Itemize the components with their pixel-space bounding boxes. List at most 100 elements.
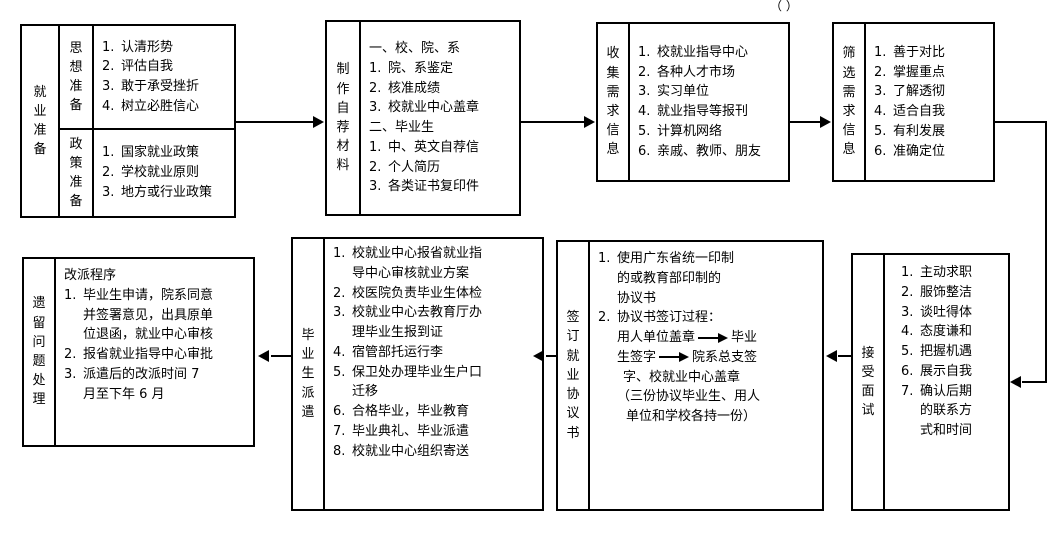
list-item: 2.核准成绩: [369, 79, 515, 99]
list-item: 3. 了解透彻: [874, 82, 989, 102]
list-text: 地方或行业政策: [121, 184, 213, 200]
list-number: 8.: [333, 443, 346, 459]
list-item: 4.态度谦和: [901, 322, 1004, 342]
list-text: 把握机遇: [920, 344, 973, 359]
list-text: 各种人才市场: [657, 64, 736, 80]
list-number: 4.: [333, 344, 346, 360]
list-item: 5. 计算机网络: [638, 122, 784, 142]
list-number: 4.: [874, 104, 887, 119]
list-text: 掌握重点: [893, 64, 946, 80]
list-item: 8. 校就业中心组织寄送: [333, 442, 538, 462]
list-text: 了解透彻: [893, 84, 946, 100]
list-text: 合格毕业，毕业教育: [352, 404, 470, 419]
box-graduate-dispatch[interactable]: 毕 业 生 派 遣 1.校就业中心报省就业指 导中心审核就业方案 2.校医院负责…: [291, 237, 544, 511]
list-item: 5.有利发展: [874, 122, 989, 142]
list-number: 1.: [64, 287, 77, 303]
list-text: 校就业中心组织寄送: [352, 443, 470, 459]
list-item: 6.合格毕业，毕业教育: [333, 402, 538, 422]
list-number: 1.: [369, 60, 382, 76]
list-text: 主动求职: [920, 265, 973, 280]
connector-dispatch-to-remaining: [271, 355, 291, 357]
list-text: 单位和学校各持一份）: [626, 409, 757, 424]
list-item: 1.善于对比: [874, 43, 989, 63]
list-text: 二、毕业生: [369, 120, 435, 135]
list-number: 5.: [333, 364, 346, 380]
box-prepare-self-recommendation[interactable]: 制 作 自 荐 材 料 一、校、院、系 1.院、系鉴定 2.核准成绩 3.校就业…: [325, 20, 521, 216]
connector-filter-to-interview-top: [995, 121, 1047, 123]
list-item: 1.校就业中心报省就业指: [333, 244, 538, 264]
connector-interview-to-agreement: [838, 355, 851, 357]
list-text: 校就业中心去教育厅办: [352, 305, 483, 321]
box-label-remaining-issues: 遗 留 问 题 处 理: [24, 259, 56, 445]
box-accept-interview[interactable]: 接 受 面 试 1.主动求职 2.服饰整洁 3.谈吐得体 4.态度谦和 5.把握…: [851, 253, 1010, 511]
list-number: 5.: [874, 123, 887, 139]
list-text: 一、校、院、系: [369, 41, 461, 56]
box-collect-demand-info[interactable]: 收 集 需 求 信 息 1.校就业指导中心 2.各种人才市场 3.实习单位 4.…: [596, 22, 790, 182]
list-text: 协议书: [617, 290, 657, 306]
section-label-ideological-preparation: 思 想 准 备: [60, 26, 94, 128]
connector-filter-to-interview-right: [1045, 121, 1047, 382]
box-label-collect-demand-info: 收 集 需 求 信 息: [598, 24, 630, 180]
list-number: 7.: [333, 423, 346, 439]
list-text: 亲戚、教师、朋友: [657, 143, 762, 159]
box-label-graduate-dispatch: 毕 业 生 派 遣: [293, 239, 325, 509]
arrow-right-icon: [820, 116, 831, 128]
list-text: 认清形势: [121, 39, 174, 55]
list-number: 2.: [102, 59, 115, 75]
list-item: 2.个人简历: [369, 158, 515, 178]
list-text: 位退函，就业中心审核: [83, 327, 214, 343]
list-item: 7.毕业典礼、毕业派遣: [333, 422, 538, 442]
connector-preparation-to-materials: [236, 121, 314, 123]
box-sign-employment-agreement[interactable]: 签 订 就 业 协 议 书 1.使用广东省统一印制 的或教育部印制的 协议书 2…: [556, 240, 824, 511]
arrow-left-icon: [1010, 376, 1021, 388]
box-employment-preparation[interactable]: 就 业 准 备 思 想 准 备 1.认清形势 2.评估自我 3.敢于承受挫折 4…: [20, 24, 236, 218]
box-filter-demand-info[interactable]: 筛 选 需 求 信 息 1.善于对比 2.掌握重点 3.了解透彻 4.适合自我 …: [832, 22, 995, 182]
list-number: 2.: [64, 347, 77, 362]
list-number: 1.: [598, 251, 611, 266]
list-item: 1. 使用广东省统一印制: [598, 249, 818, 269]
list-number: 2.: [102, 165, 115, 181]
list-item: 4. 宿管部托运行李: [333, 343, 538, 363]
list-text: 月至下年 6 月: [83, 386, 165, 402]
box-body-remaining-issues: 改派程序 1.毕业生申请，院系同意 并签署意见，出具原单 位退函，就业中心审核 …: [56, 259, 253, 445]
list-number: 3.: [874, 84, 887, 100]
list-text: 宿管部托运行李: [352, 344, 444, 360]
list-number: 2.: [638, 64, 651, 80]
list-text: 协议书签订过程：: [617, 310, 722, 326]
figure-caption: （ ）: [770, 0, 798, 13]
list-text: 校医院负责毕业生体检: [352, 285, 483, 301]
list-item: 2.掌握重点: [874, 63, 989, 83]
list-text: 用人单位盖章: [617, 330, 696, 345]
list-number: 1.: [102, 39, 115, 55]
list-number: 1.: [901, 265, 914, 280]
list-item: 3.实习单位: [638, 82, 784, 102]
list-text: 中、英文自荐信: [388, 139, 480, 155]
list-item: 2.校医院负责毕业生体检: [333, 284, 538, 304]
list-text: 保卫处办理毕业生户口: [352, 364, 483, 380]
list-item: 6.亲戚、教师、朋友: [638, 142, 784, 162]
list-text: 派遣后的改派时间 7: [83, 366, 200, 382]
list-text: 院、系鉴定: [388, 60, 454, 76]
list-item: 6.准确定位: [874, 142, 989, 162]
connector-filter-to-interview-bottom: [1022, 381, 1047, 383]
list-item: 1.毕业生申请，院系同意: [64, 286, 249, 306]
list-text: 学校就业原则: [121, 165, 200, 181]
list-text: 院系总支签: [692, 349, 758, 365]
list-text: 校就业中心报省就业指: [352, 246, 483, 261]
list-number: 5.: [638, 123, 651, 139]
list-item: 5.把握机遇: [901, 342, 1004, 362]
list-text: 使用广东省统一印制: [617, 251, 735, 266]
list-item: 2.服饰整洁: [901, 283, 1004, 303]
arrow-left-icon: [826, 350, 837, 362]
list-item: 1.中、英文自荐信: [369, 138, 515, 158]
list-item: 3.校就业中心盖章: [369, 98, 515, 118]
list-item: 2.报省就业指导中心审批: [64, 345, 249, 365]
list-text: 计算机网络: [657, 123, 723, 139]
list-text: 校就业指导中心: [657, 44, 749, 60]
box-label-employment-preparation: 就 业 准 备: [22, 26, 60, 216]
list-item: 6.展示自我: [901, 362, 1004, 382]
box-remaining-issues[interactable]: 遗 留 问 题 处 理 改派程序 1.毕业生申请，院系同意 并签署意见，出具原单…: [22, 257, 255, 447]
list-item: 1. 认清形势: [102, 38, 230, 58]
section-body-policy-preparation: 1.国家就业政策 2.学校就业原则 3.地方或行业政策: [94, 130, 234, 216]
list-number: 2.: [901, 284, 914, 300]
